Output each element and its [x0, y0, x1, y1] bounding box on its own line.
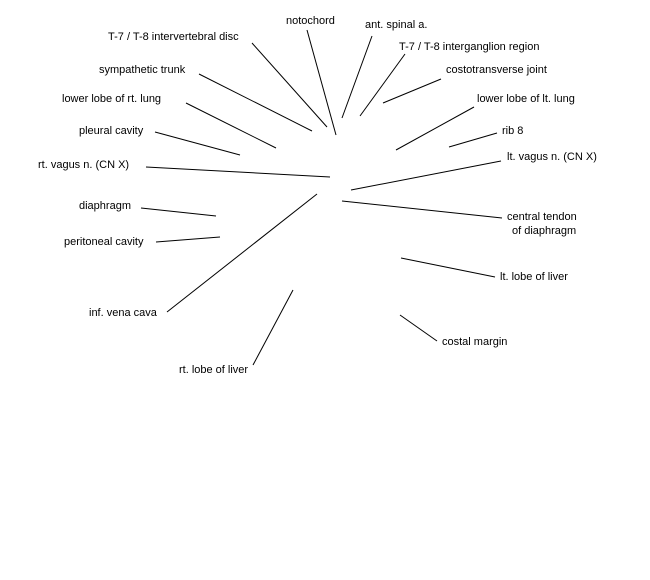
leader-line-t7-t8-interganglion [359, 53, 406, 117]
leader-line-inf-vena-cava [166, 193, 318, 313]
label-rt-vagus-n: rt. vagus n. (CN X) [38, 159, 130, 171]
leader-line-lower-lobe-rt-lung [185, 102, 277, 149]
leader-line-sympathetic-trunk [198, 73, 313, 132]
leader-line-lt-lobe-liver [400, 257, 496, 278]
label-central-tendon-line-2: of diaphragm [512, 225, 577, 237]
label-peritoneal-cavity: peritoneal cavity [64, 236, 144, 248]
label-central-tendon-line-1: central tendon [507, 211, 577, 223]
leader-line-lower-lobe-lt-lung [395, 106, 475, 151]
label-diaphragm: diaphragm [79, 200, 131, 212]
leader-line-costal-margin [399, 314, 438, 342]
label-rt-lobe-of-liver: rt. lobe of liver [179, 364, 249, 376]
leader-line-rt-lobe-liver [252, 289, 294, 366]
label-costal-margin: costal margin [442, 336, 508, 348]
label-lower-lobe-lt-lung: lower lobe of lt. lung [477, 93, 575, 105]
leader-line-rt-vagus [145, 166, 331, 178]
leader-line-pleural-cavity [154, 131, 241, 156]
label-sympathetic-trunk: sympathetic trunk [99, 64, 186, 76]
leader-line-central-tendon [341, 200, 503, 219]
label-ant-spinal-a: ant. spinal a. [365, 19, 428, 31]
label-lt-vagus-n: lt. vagus n. (CN X) [507, 151, 597, 163]
leader-line-rib-8 [448, 132, 498, 148]
label-t7-t8-interganglion-region: T-7 / T-8 interganglion region [399, 41, 540, 53]
label-pleural-cavity: pleural cavity [79, 125, 144, 137]
leader-line-peritoneal-cavity [155, 236, 221, 243]
label-notochord: notochord [286, 15, 335, 27]
label-lower-lobe-rt-lung: lower lobe of rt. lung [62, 93, 162, 105]
leader-line-ant-spinal-a [341, 35, 373, 119]
leader-line-diaphragm [140, 207, 217, 217]
label-lt-lobe-of-liver: lt. lobe of liver [500, 271, 568, 283]
leader-line-notochord [306, 29, 337, 136]
label-costotransverse-joint: costotransverse joint [446, 64, 547, 76]
label-t7-t8-intervertebral-disc: T-7 / T-8 intervertebral disc [108, 31, 239, 43]
label-rib-8: rib 8 [502, 125, 524, 137]
leader-line-t7-t8-disc [251, 42, 328, 128]
label-inf-vena-cava: inf. vena cava [89, 307, 157, 319]
leader-line-costotransverse-joint [382, 78, 442, 104]
leader-line-lt-vagus [350, 160, 502, 191]
